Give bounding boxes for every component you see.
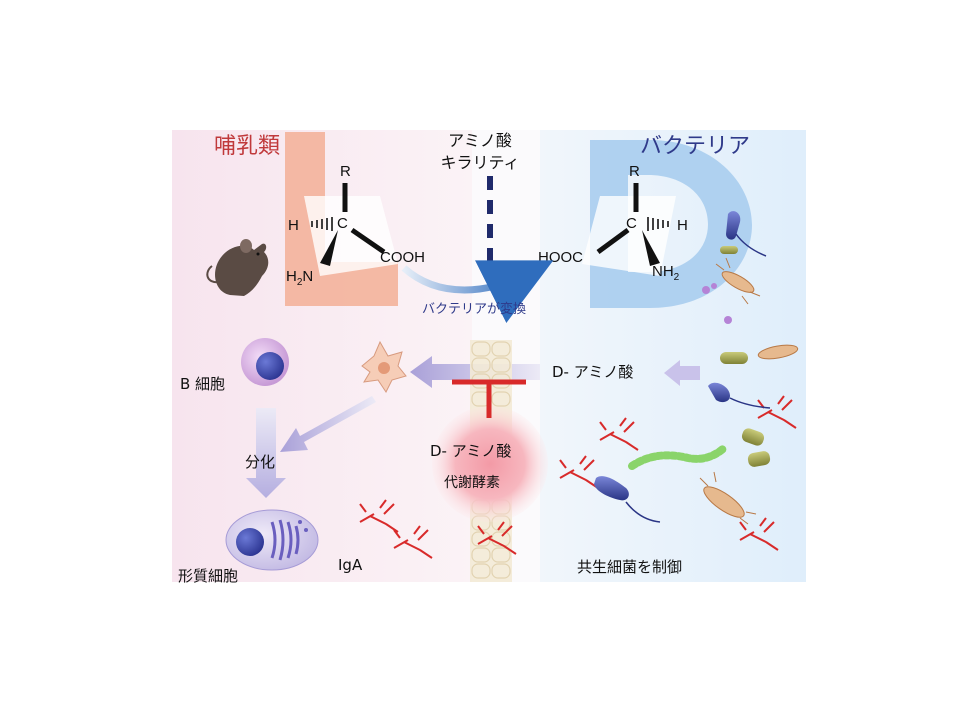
inhibition-symbol (452, 379, 526, 418)
left-h2-label: H2N (286, 268, 313, 288)
plasma-cell-icon (225, 509, 319, 571)
b-cell-label: B 細胞 (180, 375, 226, 393)
chirality-line-1: アミノ酸 (448, 131, 512, 150)
left-cooh-label: COOH (380, 249, 425, 266)
plasma-cell-label: 形質細胞 (178, 567, 239, 585)
differentiation-label: 分化 (245, 453, 276, 471)
mammal-title: 哺乳類 (214, 134, 281, 159)
b-cell-icon (241, 338, 289, 386)
right-r-label: R (629, 163, 640, 180)
conversion-arrow (401, 260, 554, 323)
chirality-title: アミノ酸 キラリティ (430, 130, 530, 174)
enzyme-glow (432, 406, 548, 522)
right-c-label: C (626, 215, 637, 232)
right-nh2-label: NH2 (652, 263, 680, 283)
enzyme-label-line-2: 代謝酵素 (444, 475, 500, 491)
right-h-label: H (677, 217, 688, 234)
dendritic-cell-icon (361, 340, 407, 393)
bacteria-icon (594, 211, 799, 525)
mouse-icon (206, 239, 269, 296)
arrow-from-bacteria (664, 360, 700, 386)
D-letter-shape (590, 140, 752, 308)
iga-label: IgA (338, 556, 363, 574)
control-commensal-label: 共生細菌を制御 (577, 558, 683, 576)
enzyme-label-line-1: D- アミノ酸 (430, 442, 512, 460)
iga-antibody-icon (359, 395, 797, 559)
left-molecule (311, 183, 386, 266)
chirality-line-2: キラリティ (440, 153, 520, 172)
left-r-label: R (340, 163, 351, 180)
d-amino-acid-label: D- アミノ酸 (552, 363, 634, 381)
conversion-label: バクテリアが変換 (422, 302, 527, 317)
left-h-label: H (288, 217, 299, 234)
bacteria-title: バクテリア (640, 134, 751, 159)
left-c-label: C (337, 215, 348, 232)
right-molecule (596, 183, 669, 266)
arrow-down-differentiation (246, 408, 286, 498)
right-hooc-label: HOOC (538, 249, 583, 266)
arrow-to-differentiation (280, 396, 376, 452)
